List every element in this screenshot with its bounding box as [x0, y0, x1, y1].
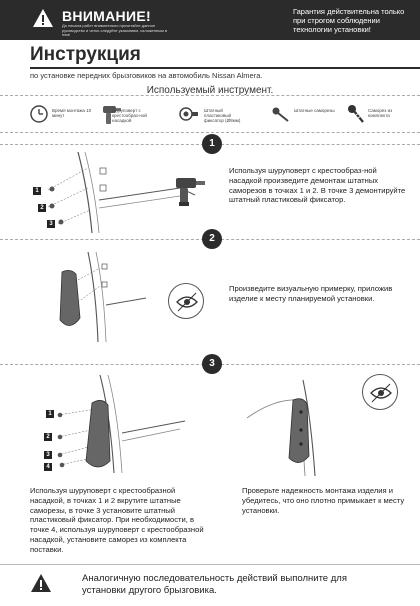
drill-icon — [103, 106, 121, 124]
inspect-eye-icon — [362, 374, 398, 410]
step1-fender-diagram — [47, 151, 196, 234]
warning-icon — [31, 574, 51, 592]
self-tapping-screw-icon — [348, 105, 364, 123]
screw-icon — [272, 107, 289, 122]
tool-item-kit-screw: Саморез из комплекта — [346, 100, 420, 130]
callout-3: 3 — [44, 451, 52, 459]
step-number-2: 2 — [202, 229, 222, 249]
callout-3: 3 — [47, 220, 55, 228]
guarantee-note: Гарантия действительна только при строго… — [293, 7, 405, 34]
title-divider — [30, 67, 420, 69]
tool-label: Штатные саморезы — [294, 108, 335, 113]
clip-icon — [179, 107, 198, 121]
warning-title: ВНИМАНИЕ! — [62, 8, 151, 24]
drill-icon — [176, 178, 205, 206]
warning-header: ВНИМАНИЕ! До начала работ внимательно пр… — [0, 0, 420, 40]
page-title: Инструкция — [30, 44, 141, 65]
tool-label: Время монтажа 10 минут — [52, 108, 92, 119]
step3-mounted-mudflap-diagram — [246, 379, 316, 477]
tools-title: Используемый инструмент. — [146, 85, 274, 96]
callout-1: 1 — [33, 187, 41, 195]
tool-item-clip: Штатный пластиковый фиксатор (Ø8мм) — [178, 100, 258, 130]
eye-icon — [168, 283, 204, 319]
tools-list: Время монтажа 10 минут Шуруповерт с крес… — [0, 95, 420, 133]
tool-label: Штатный пластиковый фиксатор (Ø8мм) — [204, 108, 241, 124]
step1-text: Используя шуруповерт с крестообраз-ной н… — [229, 166, 406, 205]
callout-1: 1 — [46, 410, 54, 418]
warning-icon — [33, 9, 53, 27]
step3-check-text: Проверьте надежность монтажа изделия и у… — [242, 486, 405, 515]
tool-label: Шуруповерт с крестообраз-ной насадкой — [112, 108, 147, 124]
clock-icon — [30, 105, 48, 123]
step3-mudflap-install-diagram — [57, 374, 186, 474]
page-subtitle: по установке передних брызговиков на авт… — [30, 71, 263, 80]
callout-2: 2 — [38, 204, 46, 212]
footer-text: Аналогичную последовательность действий … — [82, 573, 347, 596]
step-number-3: 3 — [202, 354, 222, 374]
warning-subtext: До начала работ внимательно прочитайте д… — [62, 23, 168, 37]
step2-text: Произведите визуальную примерку, приложи… — [229, 284, 393, 303]
callout-4: 4 — [44, 463, 52, 471]
tool-item-drill: Шуруповерт с крестообраз-ной насадкой — [100, 100, 180, 130]
callout-2: 2 — [44, 433, 52, 441]
tool-label: Саморез из комплекта — [368, 108, 393, 119]
step3-install-text: Используя шуруповерт с крестообразной на… — [30, 486, 204, 554]
tool-item-screws: Штатные саморезы — [270, 100, 340, 130]
step-number-1: 1 — [202, 134, 222, 154]
tool-item-time: Время монтажа 10 минут — [28, 100, 108, 130]
footer-note: Аналогичную последовательность действий … — [0, 564, 420, 606]
step2-mudflap-fitting-diagram — [59, 251, 147, 343]
